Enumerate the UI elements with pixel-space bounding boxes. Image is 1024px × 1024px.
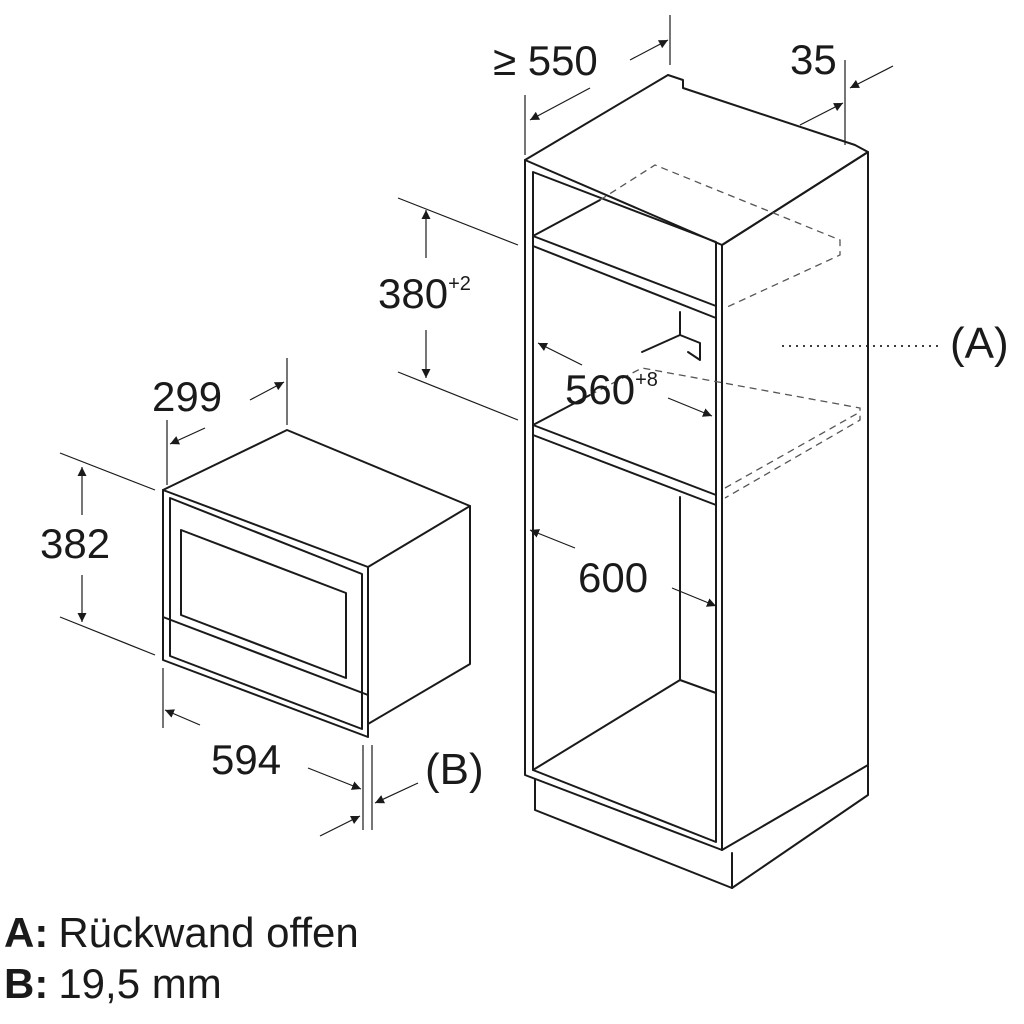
dim-appliance-depth (166, 358, 288, 485)
dim-depth-min (524, 15, 671, 155)
legend-b: B:19,5 mm (4, 963, 222, 1005)
dim-niche-height (397, 197, 519, 421)
cabinet-side-panel (721, 151, 869, 851)
cabinet-front-frame (524, 159, 723, 851)
appliance-front (162, 489, 369, 738)
dim-offset (799, 60, 894, 145)
marker-b: (B) (425, 745, 484, 794)
appliance-control-strip (162, 616, 369, 696)
dim-gap-b (319, 745, 419, 837)
label-depth-min: ≥ 550 (493, 37, 598, 84)
cabinet-inner-frame (532, 171, 717, 843)
appliance (162, 429, 471, 738)
label-offset: 35 (790, 36, 837, 83)
dim-niche-width (537, 342, 713, 417)
legend-a: A:Rückwand offen (4, 912, 359, 954)
label-cabinet-width: 600 (578, 554, 648, 601)
legend-b-text: 19,5 mm (58, 960, 222, 1007)
label-appliance-width: 594 (211, 736, 281, 783)
appliance-top (162, 429, 471, 568)
dim-cabinet-width (529, 529, 717, 607)
cabinet-top (524, 74, 869, 246)
label-niche-height: 380+2 (378, 270, 471, 317)
marker-a: (A) (950, 319, 1009, 368)
legend-b-key: B: (4, 960, 49, 1007)
legend-a-key: A: (4, 909, 49, 956)
label-niche-width: 560+8 (565, 366, 658, 413)
legend-a-text: Rückwand offen (58, 909, 359, 956)
appliance-door-window (180, 529, 347, 679)
label-appliance-depth: 299 (152, 373, 222, 420)
appliance-side (367, 505, 471, 725)
label-appliance-height: 382 (40, 520, 110, 567)
dim-appliance-height (59, 452, 156, 656)
dim-appliance-width (162, 668, 364, 830)
tall-cabinet (524, 74, 869, 889)
cabinet-plinth (534, 764, 869, 889)
